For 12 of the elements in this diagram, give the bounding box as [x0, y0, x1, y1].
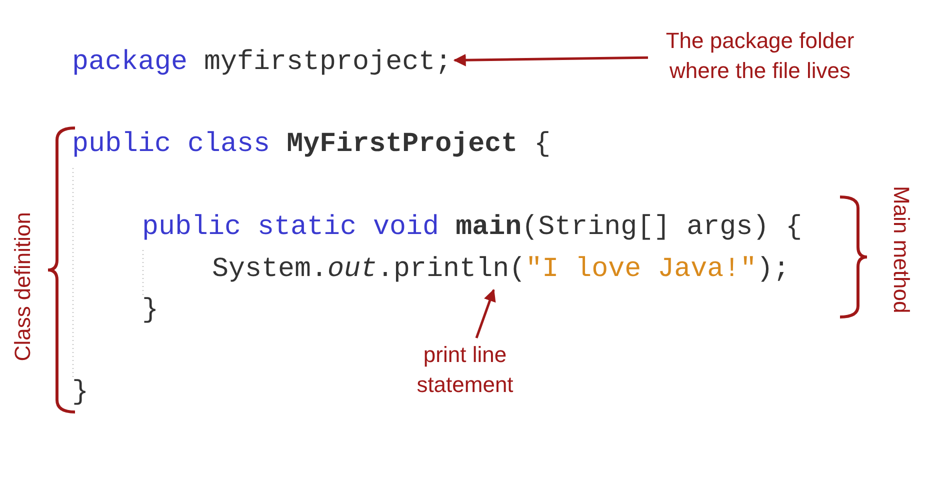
code-line: public static void main(String[] args) {: [142, 211, 802, 245]
code-line: package myfirstproject;: [72, 46, 452, 80]
annotation-text: print line statement: [400, 340, 530, 400]
code-line: public class MyFirstProject {: [72, 128, 551, 162]
code-line: System.out.println("I love Java!");: [212, 253, 790, 287]
annotation-text: Main method: [888, 186, 915, 314]
annotation-text: The package folder where the file lives: [650, 26, 870, 86]
arrow: [453, 54, 648, 66]
code-line: }: [72, 376, 89, 410]
code-line: }: [142, 294, 159, 328]
annotation-text: Class definition: [9, 212, 36, 362]
arrow: [475, 288, 496, 338]
